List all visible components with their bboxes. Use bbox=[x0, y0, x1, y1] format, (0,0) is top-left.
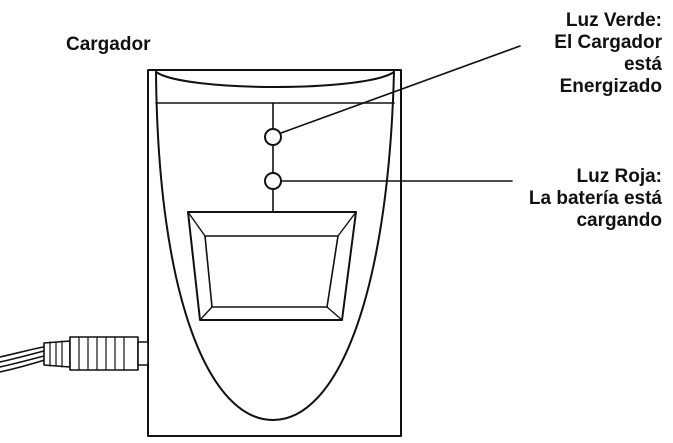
power-cable bbox=[0, 340, 71, 373]
green-light-label-line: está bbox=[623, 54, 662, 75]
red-light-label-line: Luz Roja: bbox=[576, 166, 663, 187]
green-light-indicator bbox=[264, 128, 282, 146]
green-light-label-line: Energizado bbox=[559, 76, 662, 97]
green-light-label-line: El Cargador bbox=[554, 32, 662, 53]
battery-slot bbox=[187, 211, 357, 321]
battery-slot-bevel-tr bbox=[337, 211, 357, 237]
charger-title: Cargador bbox=[66, 34, 151, 55]
red-light-label: Luz Roja: La batería está cargando bbox=[529, 166, 662, 232]
battery-slot-bevel-bl bbox=[199, 306, 213, 321]
battery-slot-outer bbox=[187, 211, 357, 321]
green-light-label-line: Luz Verde: bbox=[565, 10, 662, 31]
red-light-label-line: La batería está bbox=[528, 188, 662, 209]
red-light-indicator bbox=[264, 172, 282, 190]
plug-body bbox=[69, 336, 139, 371]
green-light-label: Luz Verde: El Cargador está Energizado bbox=[554, 10, 662, 98]
red-light-label-line: cargando bbox=[576, 210, 662, 231]
battery-slot-bevel-tl bbox=[187, 211, 206, 237]
green-light-leader bbox=[280, 45, 521, 134]
plug-tip bbox=[137, 341, 149, 366]
cable-strain-relief bbox=[43, 340, 71, 368]
battery-slot-bevel-br bbox=[326, 306, 343, 321]
cradle-hood bbox=[155, 71, 395, 88]
cradle-opening bbox=[155, 71, 395, 421]
power-plug bbox=[69, 336, 149, 371]
